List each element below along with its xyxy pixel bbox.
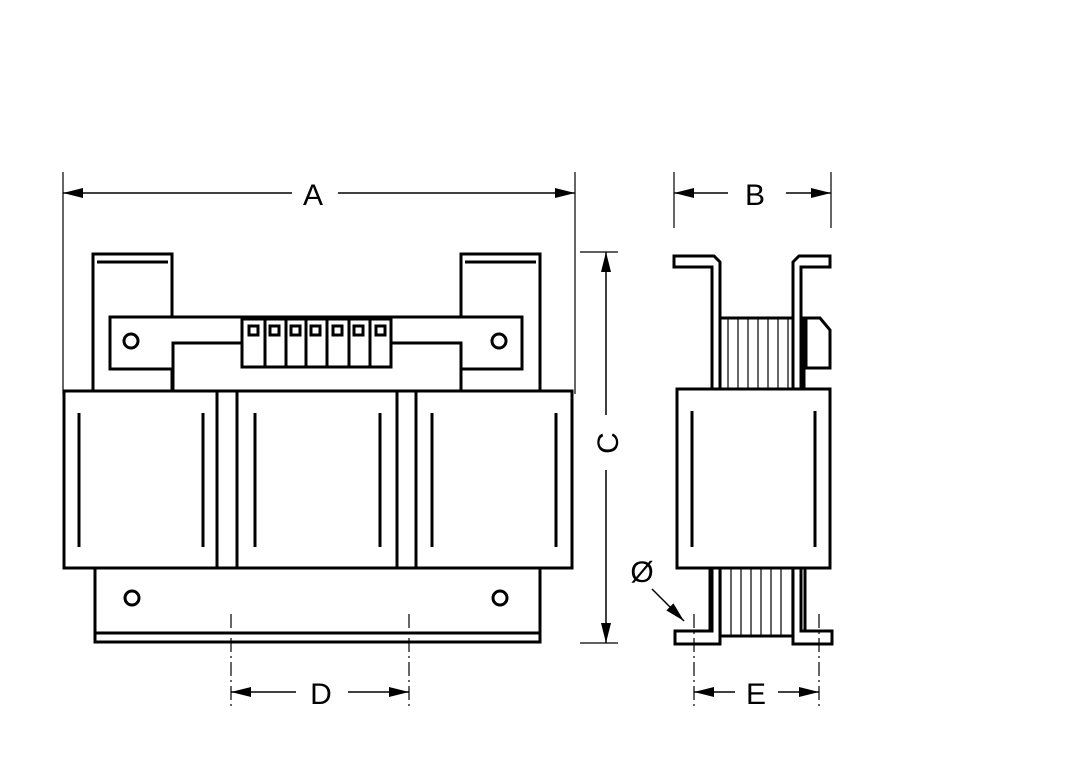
dimension-c: C bbox=[580, 251, 625, 644]
side-view: B E Ø bbox=[630, 172, 834, 711]
mounting-hole-upper-left bbox=[122, 332, 140, 350]
mounting-hole-upper-right bbox=[490, 332, 508, 350]
diameter-label: Ø bbox=[630, 556, 653, 589]
terminal-screw bbox=[352, 324, 365, 337]
terminal-screw bbox=[247, 324, 260, 337]
side-base-bracket-left bbox=[673, 564, 722, 646]
upper-lamination-stack bbox=[716, 316, 806, 395]
lower-lamination-stack bbox=[708, 564, 807, 638]
dimension-b: B bbox=[673, 172, 832, 228]
terminal-screw bbox=[374, 324, 387, 337]
terminal-screw bbox=[268, 324, 281, 337]
side-terminal-block bbox=[804, 316, 832, 370]
bottom-mounting-plate bbox=[93, 564, 542, 644]
mounting-hole-lower-right bbox=[491, 589, 509, 607]
mounting-hole-lower-left bbox=[123, 589, 141, 607]
terminal-screw bbox=[331, 324, 344, 337]
diameter-callout: Ø bbox=[630, 556, 685, 622]
coil-housing bbox=[62, 389, 574, 570]
terminal-screw bbox=[289, 324, 302, 337]
side-base-bracket-right bbox=[791, 564, 834, 646]
dimension-label-b: B bbox=[745, 179, 765, 212]
dimension-d: D bbox=[230, 614, 410, 711]
dimension-a: A bbox=[62, 172, 576, 394]
dimension-label-d: D bbox=[310, 678, 332, 711]
side-coil bbox=[675, 387, 832, 570]
dimension-label-a: A bbox=[303, 179, 323, 212]
dimension-e: E bbox=[693, 614, 820, 711]
dimension-label-e: E bbox=[746, 678, 766, 711]
dimension-label-c: C bbox=[592, 432, 625, 454]
terminal-screw bbox=[309, 324, 322, 337]
front-view: A D C bbox=[62, 172, 625, 711]
side-left-bracket bbox=[672, 254, 722, 395]
terminal-block bbox=[240, 317, 393, 369]
